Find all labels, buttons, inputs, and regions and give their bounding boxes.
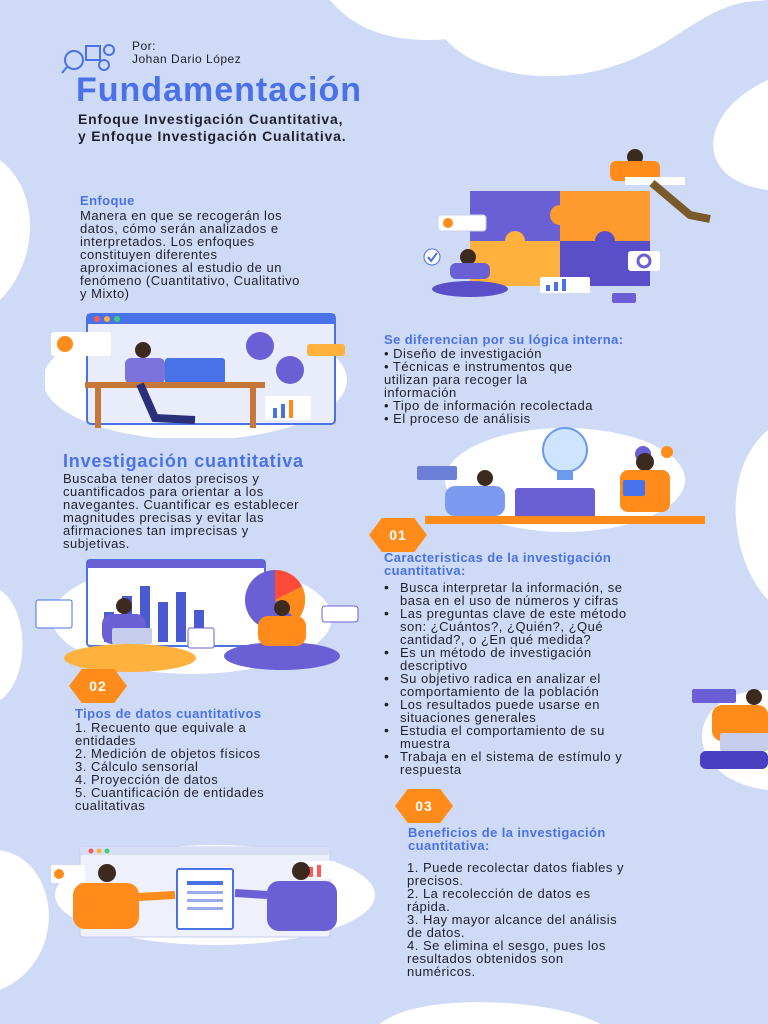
page-subtitle: Enfoque Investigación Cuantitativa, y En…: [78, 111, 346, 145]
text-line: Manera en que se recogerán los: [80, 208, 283, 223]
text-line: Trabaja en el sistema de estímulo y: [400, 749, 623, 764]
diferencian-list: • Diseño de investigación • Técnicas e i…: [384, 347, 593, 425]
by-label: Por:: [132, 39, 157, 53]
video-call-illustration: [43, 308, 355, 443]
text-line: cantidad?, o ¿En qué medida?: [400, 632, 592, 647]
subtitle-line: y Enfoque Investigación Cualitativa.: [78, 128, 347, 144]
text-line: • Diseño de investigación: [384, 346, 542, 361]
badge-02: 02: [69, 669, 127, 703]
text-line: Busca interpretar la información, se: [400, 580, 623, 595]
text-line: precisos.: [407, 873, 464, 888]
text-line: Los resultados puede usarse en: [400, 697, 601, 712]
subtitle-line: Enfoque Investigación Cuantitativa,: [78, 111, 344, 127]
text-line: descriptivo: [400, 658, 468, 673]
text-line: Buscaba tener datos precisos y: [63, 471, 260, 486]
beneficios-list: 1. Puede recolectar datos fiables y prec…: [407, 861, 624, 978]
text-line: respuesta: [400, 762, 462, 777]
list-item: Trabaja en el sistema de estímulo yrespu…: [382, 750, 722, 776]
heading-line: Caracteristicas de la investigación: [384, 550, 612, 565]
text-line: Estudia el comportamiento de su: [400, 723, 605, 738]
text-line: de datos.: [407, 925, 465, 940]
text-line: utilizan para recoger la: [384, 372, 528, 387]
document-exchange-illustration: [45, 835, 375, 950]
cuantitativa-heading: Investigación cuantitativa: [63, 451, 304, 471]
badge-03: 03: [395, 789, 453, 823]
enfoque-text: Manera en que se recogerán los datos, có…: [80, 209, 300, 300]
text-line: 3. Hay mayor alcance del análisis: [407, 912, 618, 927]
text-line: 1. Puede recolectar datos fiables y: [407, 860, 624, 875]
page-title: Fundamentación: [76, 71, 363, 109]
laptop-person-illustration: [690, 685, 768, 785]
text-line: situaciones generales: [400, 710, 537, 725]
caracteristicas-list: Busca interpretar la información, sebasa…: [382, 581, 722, 776]
list-item: Busca interpretar la información, sebasa…: [382, 581, 722, 607]
author-name: Johan Dario López: [132, 52, 242, 66]
cuantitativa-text: Buscaba tener datos precisos y cuantific…: [63, 472, 299, 550]
text-line: cualitativas: [75, 798, 146, 813]
text-line: interpretados. Los enfoques: [80, 234, 255, 249]
text-line: información: [384, 385, 457, 400]
text-line: • Tipo de información recolectada: [384, 398, 593, 413]
text-line: 5. Cuantificación de entidades: [75, 785, 265, 800]
text-line: constituyen diferentes: [80, 247, 218, 262]
text-line: 1. Recuento que equivale a: [75, 720, 247, 735]
text-line: • El proceso de análisis: [384, 411, 531, 426]
list-item: Los resultados puede usarse ensituacione…: [382, 698, 722, 724]
text-line: afirmaciones tan imprecisas y: [63, 523, 249, 538]
text-line: datos, cómo serán analizados e: [80, 221, 279, 236]
text-line: Las preguntas clave de este método: [400, 606, 627, 621]
puzzle-teamwork-illustration: [420, 145, 720, 310]
text-line: entidades: [75, 733, 136, 748]
caracteristicas-heading: Caracteristicas de la investigación cuan…: [384, 551, 611, 577]
beneficios-heading: Beneficios de la investigación cuantitat…: [408, 826, 606, 852]
text-line: rápida.: [407, 899, 451, 914]
tipos-heading: Tipos de datos cuantitativos: [75, 706, 262, 721]
research-logo-icon: [60, 40, 120, 79]
text-line: 2. Medición de objetos físicos: [75, 746, 261, 761]
text-line: numéricos.: [407, 964, 476, 979]
text-line: magnitudes precisas y evitar las: [63, 510, 264, 525]
text-line: • Técnicas e instrumentos que: [384, 359, 573, 374]
text-line: navegantes. Cuantificar es establecer: [63, 497, 300, 512]
text-line: comportamiento de la población: [400, 684, 600, 699]
heading-line: cuantitativa:: [408, 838, 490, 853]
heading-line: Beneficios de la investigación: [408, 825, 606, 840]
text-line: Es un método de investigación: [400, 645, 592, 660]
text-line: subjetivas.: [63, 536, 130, 551]
idea-collaboration-illustration: [415, 422, 715, 537]
text-line: Su objetivo radica en analizar el: [400, 671, 601, 686]
list-item: Su objetivo radica en analizar elcomport…: [382, 672, 722, 698]
text-line: 3. Cálculo sensorial: [75, 759, 199, 774]
text-line: fenómeno (Cuantitativo, Cualitativo: [80, 273, 300, 288]
enfoque-heading: Enfoque: [80, 193, 135, 208]
text-line: son: ¿Cuántos?, ¿Quién?, ¿Qué: [400, 619, 604, 634]
badge-01: 01: [369, 518, 427, 552]
data-analysis-illustration: [32, 556, 362, 681]
heading-line: cuantitativa:: [384, 563, 466, 578]
tipos-list: 1. Recuento que equivale a entidades 2. …: [75, 721, 264, 812]
text-line: cuantificados para orientar a los: [63, 484, 264, 499]
text-line: 4. Se elimina el sesgo, pues los: [407, 938, 606, 953]
text-line: 2. La recolección de datos es: [407, 886, 591, 901]
text-line: resultados obtenidos son: [407, 951, 564, 966]
diferencian-heading: Se diferencian por su lógica interna:: [384, 332, 624, 347]
text-line: aproximaciones al estudio de un: [80, 260, 282, 275]
text-line: y Mixto): [80, 286, 130, 301]
text-line: basa en el uso de números y cifras: [400, 593, 619, 608]
text-line: muestra: [400, 736, 451, 751]
text-line: 4. Proyección de datos: [75, 772, 219, 787]
